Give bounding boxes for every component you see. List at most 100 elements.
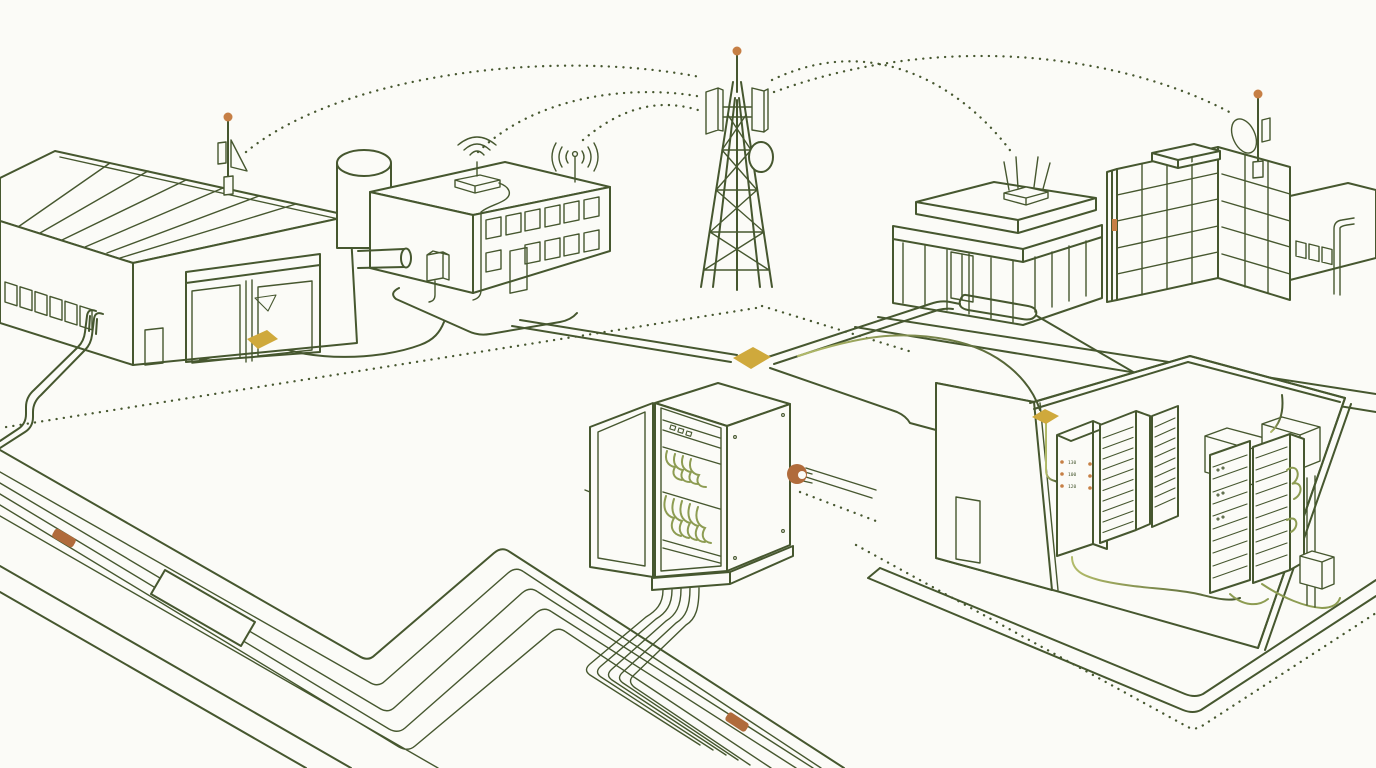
warehouse-rooftop-antenna (217, 112, 248, 196)
dish-base-box (1252, 160, 1264, 179)
road-office-to-tower (511, 319, 738, 363)
rooftop-dish-antenna (1230, 89, 1271, 179)
rack-indicator-label: 100 (1068, 472, 1077, 478)
dc-cabinet-led-door (1056, 420, 1108, 557)
office-utility-box (426, 250, 450, 303)
tower-panel-antenna-right (751, 87, 769, 133)
dotted-route-tower-east (760, 304, 914, 354)
dc-platform (867, 567, 1376, 713)
warehouse-garage-interior-wedge (254, 294, 277, 312)
splice-warehouse (247, 330, 278, 349)
wifi-cable (472, 182, 511, 301)
router-antennas-icon (1003, 156, 1051, 191)
led-icon (1060, 460, 1064, 464)
dc-rack-2-slats (1102, 426, 1134, 534)
tower-legs (700, 81, 773, 288)
cabinet-door-handle (584, 489, 591, 493)
pipe-end-cap (400, 247, 412, 269)
cabinet-exit-cables (585, 587, 751, 766)
led-icon (1088, 486, 1092, 490)
cabinet-top-panel (662, 419, 721, 449)
warehouse-clerestory-windows (4, 281, 93, 331)
port-dot (1221, 466, 1225, 470)
office-ground-pad (392, 287, 578, 336)
plaza-ramp-pad (958, 293, 1038, 321)
led-icon (1088, 474, 1092, 478)
antenna-base-box (223, 175, 234, 196)
led-icon (1060, 472, 1064, 476)
led-icon (1088, 462, 1092, 466)
tower-penthouse (1151, 143, 1221, 169)
warehouse-personnel-door (144, 327, 164, 366)
cell-tower (700, 46, 774, 291)
annex-building (1289, 182, 1376, 296)
dc-rack-4-slats (1212, 454, 1248, 579)
warehouse-left-wall (0, 220, 134, 366)
office-windows-lower (485, 229, 600, 273)
whip-tip (571, 150, 579, 158)
cabinet-plinth (651, 545, 794, 591)
port-dot (1221, 515, 1225, 519)
annex-conduit (1333, 217, 1355, 296)
dc-rack-5-slats (1255, 446, 1288, 567)
screw-dot (733, 556, 737, 560)
duct-chamber (150, 569, 256, 647)
rack-patch-cables (1286, 466, 1302, 533)
dotted-route-cabinet-to-platform (798, 490, 878, 523)
underground-trench (0, 449, 845, 768)
tank-top (336, 149, 392, 177)
tower-right-grid (1221, 154, 1291, 294)
tower-front-grid (1116, 152, 1219, 296)
retail-wifi-router (1003, 156, 1051, 206)
dc-floor-cable-2 (1229, 583, 1341, 610)
utility-box-body (426, 250, 450, 282)
trench-conduits (0, 471, 822, 768)
led-icon (1060, 484, 1064, 488)
splice-tower-junction (733, 347, 771, 369)
dc-rack-4 (1209, 440, 1251, 594)
inter-building-pipe (357, 247, 412, 269)
wifi-waves-icon (457, 136, 497, 156)
annex-body (1289, 182, 1376, 281)
cabinet-door-inner-frame (597, 411, 646, 567)
retail-glass-mullions (902, 240, 1087, 323)
patch-cables-lower (663, 495, 712, 544)
trench-wall-lower (0, 565, 352, 768)
wifi-box (454, 174, 501, 194)
dish-beacon (1253, 89, 1263, 99)
retail-door (950, 251, 974, 303)
screw-dot (733, 435, 737, 439)
screw-dot (781, 413, 785, 417)
dc-rack-3 (1151, 405, 1179, 528)
dotted-platform-outline (854, 543, 1376, 730)
microwave-dish-icon (230, 139, 248, 172)
dc-wall-feed-cable (1045, 422, 1058, 483)
satellite-dish-icon (1230, 118, 1258, 154)
office-whip-antenna (551, 142, 599, 183)
patch-bar-a (662, 446, 721, 465)
warehouse-roof-ribs (17, 162, 297, 259)
panel-port (685, 430, 693, 437)
dc-rack-row-front (1209, 394, 1305, 594)
annex-windows (1295, 240, 1333, 266)
dc-right-wall-top (1187, 355, 1346, 403)
dc-rack-2 (1099, 410, 1151, 544)
warehouse (0, 112, 358, 449)
port-dot (1221, 491, 1225, 495)
port-dot (1216, 493, 1220, 497)
cabinet-door-open (589, 402, 654, 578)
port-dot (1216, 517, 1220, 521)
dc-floor-cables (1071, 556, 1241, 601)
dc-back-wall-top (1029, 355, 1191, 410)
tower-crossbars (722, 106, 752, 118)
signal-arcs (244, 54, 1235, 155)
retail-base (892, 236, 1103, 326)
street-cabinet (584, 382, 877, 766)
splice-markers (52, 330, 1059, 732)
tower-accent-strip (1106, 168, 1118, 303)
office-front-wall (472, 186, 611, 294)
tower-accent-marker (1112, 219, 1117, 231)
retail-building (892, 156, 1103, 326)
coupler-bore (798, 471, 806, 479)
